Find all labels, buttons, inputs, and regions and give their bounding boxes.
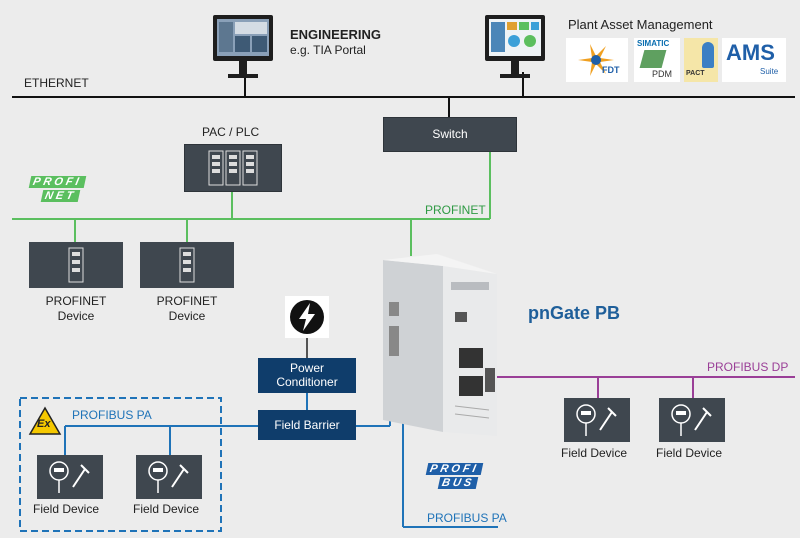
simatic-pdm-logo: SIMATIC PDM xyxy=(634,38,680,82)
profinet-device-2-line2: Device xyxy=(168,309,206,323)
ex-hazard-text: Ex xyxy=(37,418,51,430)
profinet-logo: PROFI NET xyxy=(28,176,108,206)
profinet-device-1 xyxy=(29,242,123,288)
ethernet-label: ETHERNET xyxy=(24,76,89,90)
profinet-logo-line2: NET xyxy=(40,190,81,202)
pdm-logo-text: PDM xyxy=(652,69,672,79)
profinet-logo-line1: PROFI xyxy=(28,176,86,188)
asset-management-monitor-icon xyxy=(484,14,546,84)
power-conditioner-box: Power Conditioner xyxy=(258,358,356,393)
pactware-logo-text: PACT xyxy=(686,70,705,77)
pngate-device xyxy=(375,252,505,440)
profibus-logo-line2: BUS xyxy=(437,477,479,489)
field-device-3 xyxy=(564,398,630,442)
ex-hazard-icon: Ex xyxy=(28,406,62,436)
field-device-4 xyxy=(659,398,725,442)
profibus-pa-label: PROFIBUS PA xyxy=(427,511,507,525)
field-device-4-label: Field Device xyxy=(656,446,723,460)
power-conditioner-line2: Conditioner xyxy=(276,375,338,389)
profinet-device-1-line1: PROFINET xyxy=(45,294,107,308)
fdt-logo: FDT xyxy=(566,38,628,82)
engineering-subtitle: e.g. TIA Portal xyxy=(290,43,366,57)
power-lightning-icon xyxy=(285,296,329,338)
field-device-icon xyxy=(576,404,617,436)
field-barrier-box: Field Barrier xyxy=(258,410,356,440)
simatic-logo-text: SIMATIC xyxy=(637,39,670,48)
field-device-3-label: Field Device xyxy=(561,446,628,460)
plc-label: PAC / PLC xyxy=(202,125,260,139)
profibus-dp-label: PROFIBUS DP xyxy=(707,360,789,374)
fdt-logo-text: FDT xyxy=(602,65,620,75)
engineering-title: ENGINEERING xyxy=(290,27,382,42)
profinet-label: PROFINET xyxy=(425,203,486,217)
asset-management-title: Plant Asset Management xyxy=(568,17,713,32)
field-device-icon xyxy=(49,461,90,493)
pactware-logo: PACT xyxy=(684,38,718,82)
profinet-device-1-label: PROFINET Device xyxy=(29,294,123,324)
plc-modules-icon xyxy=(208,150,258,186)
profinet-device-2-line1: PROFINET xyxy=(156,294,218,308)
field-device-icon xyxy=(148,461,189,493)
hazardous-area-boundary xyxy=(19,397,222,532)
field-device-1-label: Field Device xyxy=(33,502,100,516)
field-device-icon xyxy=(671,404,712,436)
ams-logo-text: AMS xyxy=(726,40,775,65)
field-device-1 xyxy=(37,455,103,499)
ams-logo: AMS Suite xyxy=(722,38,786,82)
power-conditioner-line1: Power xyxy=(289,361,324,375)
switch-label: Switch xyxy=(432,127,468,141)
profinet-device-1-line2: Device xyxy=(57,309,95,323)
field-device-2 xyxy=(136,455,202,499)
ams-logo-subtext: Suite xyxy=(760,67,779,76)
switch-box: Switch xyxy=(383,117,517,152)
profinet-device-2 xyxy=(140,242,234,288)
profibus-logo-line1: PROFI xyxy=(425,463,483,475)
profinet-device-icon xyxy=(179,247,195,283)
plc-box xyxy=(184,144,282,192)
engineering-monitor-icon xyxy=(212,14,274,84)
profinet-device-2-label: PROFINET Device xyxy=(140,294,234,324)
profinet-device-icon xyxy=(68,247,84,283)
profibus-pa-hazard-label: PROFIBUS PA xyxy=(72,408,152,422)
field-device-2-label: Field Device xyxy=(133,502,200,516)
profibus-logo: PROFI BUS xyxy=(425,463,505,493)
pngate-title: pnGate PB xyxy=(528,303,621,323)
field-barrier-label: Field Barrier xyxy=(274,418,340,432)
